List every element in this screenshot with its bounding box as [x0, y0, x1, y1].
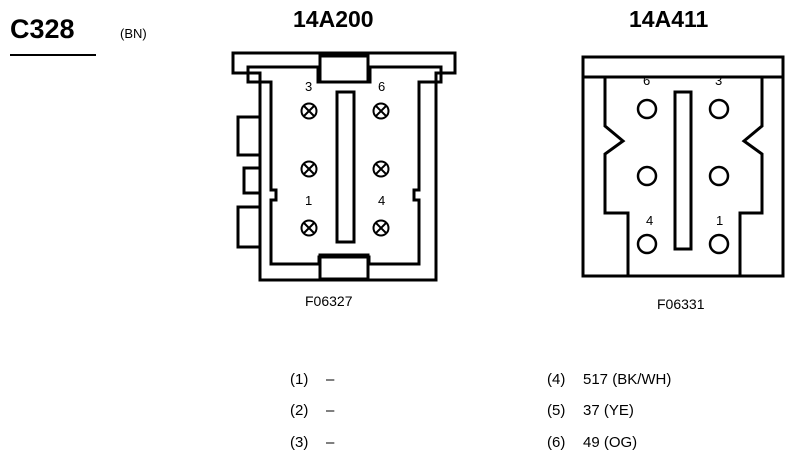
pin-label: 4 [378, 193, 386, 208]
connector-14a411-drawing [581, 55, 785, 278]
pin-number: (4) [547, 371, 566, 388]
pin-number: (2) [290, 402, 309, 419]
pin-number: (3) [290, 434, 309, 451]
pin-label: 3 [715, 73, 723, 88]
pin-row: (2)– [290, 402, 334, 419]
pin-number: (6) [547, 434, 566, 451]
pin-14a200-2 [300, 160, 318, 178]
pin-14a200-1 [300, 219, 318, 237]
pin-14a411-1 [708, 233, 730, 255]
pin-row: (3)– [290, 434, 334, 451]
pin-number: (1) [290, 371, 309, 388]
pin-circuit: – [326, 434, 335, 451]
pin-row: (1)– [290, 371, 334, 388]
pin-label: 6 [378, 79, 386, 94]
connector-14a200-pins [300, 102, 390, 237]
pin-14a411-2 [708, 165, 730, 187]
connector-1-part-number: 14A200 [293, 6, 374, 32]
pin-row: (5) 37 (YE) [547, 402, 634, 419]
pin-circuit: 49 (OG) [583, 434, 638, 451]
pin-14a200-6 [372, 102, 390, 120]
pin-label: 6 [643, 73, 651, 88]
pin-14a411-6 [636, 98, 658, 120]
pin-label: 4 [646, 213, 654, 228]
pin-14a411-3 [708, 98, 730, 120]
pin-label: 3 [305, 79, 313, 94]
pin-circuit: – [326, 371, 335, 388]
connector-color-code: (BN) [120, 26, 147, 41]
pin-label: 1 [716, 213, 724, 228]
pin-number: (5) [547, 402, 566, 419]
connector-14a411-pins [636, 98, 730, 255]
pin-label: 1 [305, 193, 313, 208]
pin-row: (4) 517 (BK/WH) [547, 371, 671, 388]
pin-14a411-4 [636, 233, 658, 255]
connector-1-figure-id: F06327 [305, 293, 353, 309]
pin-14a200-3 [300, 102, 318, 120]
connector-14a200-drawing [231, 51, 457, 282]
pin-circuit: 37 (YE) [583, 402, 634, 419]
pin-circuit: 517 (BK/WH) [583, 371, 672, 388]
connector-id-underline [10, 54, 96, 56]
connector-2-figure-id: F06331 [657, 296, 705, 312]
connector-2-part-number: 14A411 [629, 6, 709, 32]
pin-14a411-5 [636, 165, 658, 187]
pin-circuit: – [326, 402, 335, 419]
pin-14a200-4 [372, 219, 390, 237]
connector-id: C328 [10, 14, 75, 44]
pin-row: (6) 49 (OG) [547, 434, 637, 451]
pin-14a200-5 [372, 160, 390, 178]
